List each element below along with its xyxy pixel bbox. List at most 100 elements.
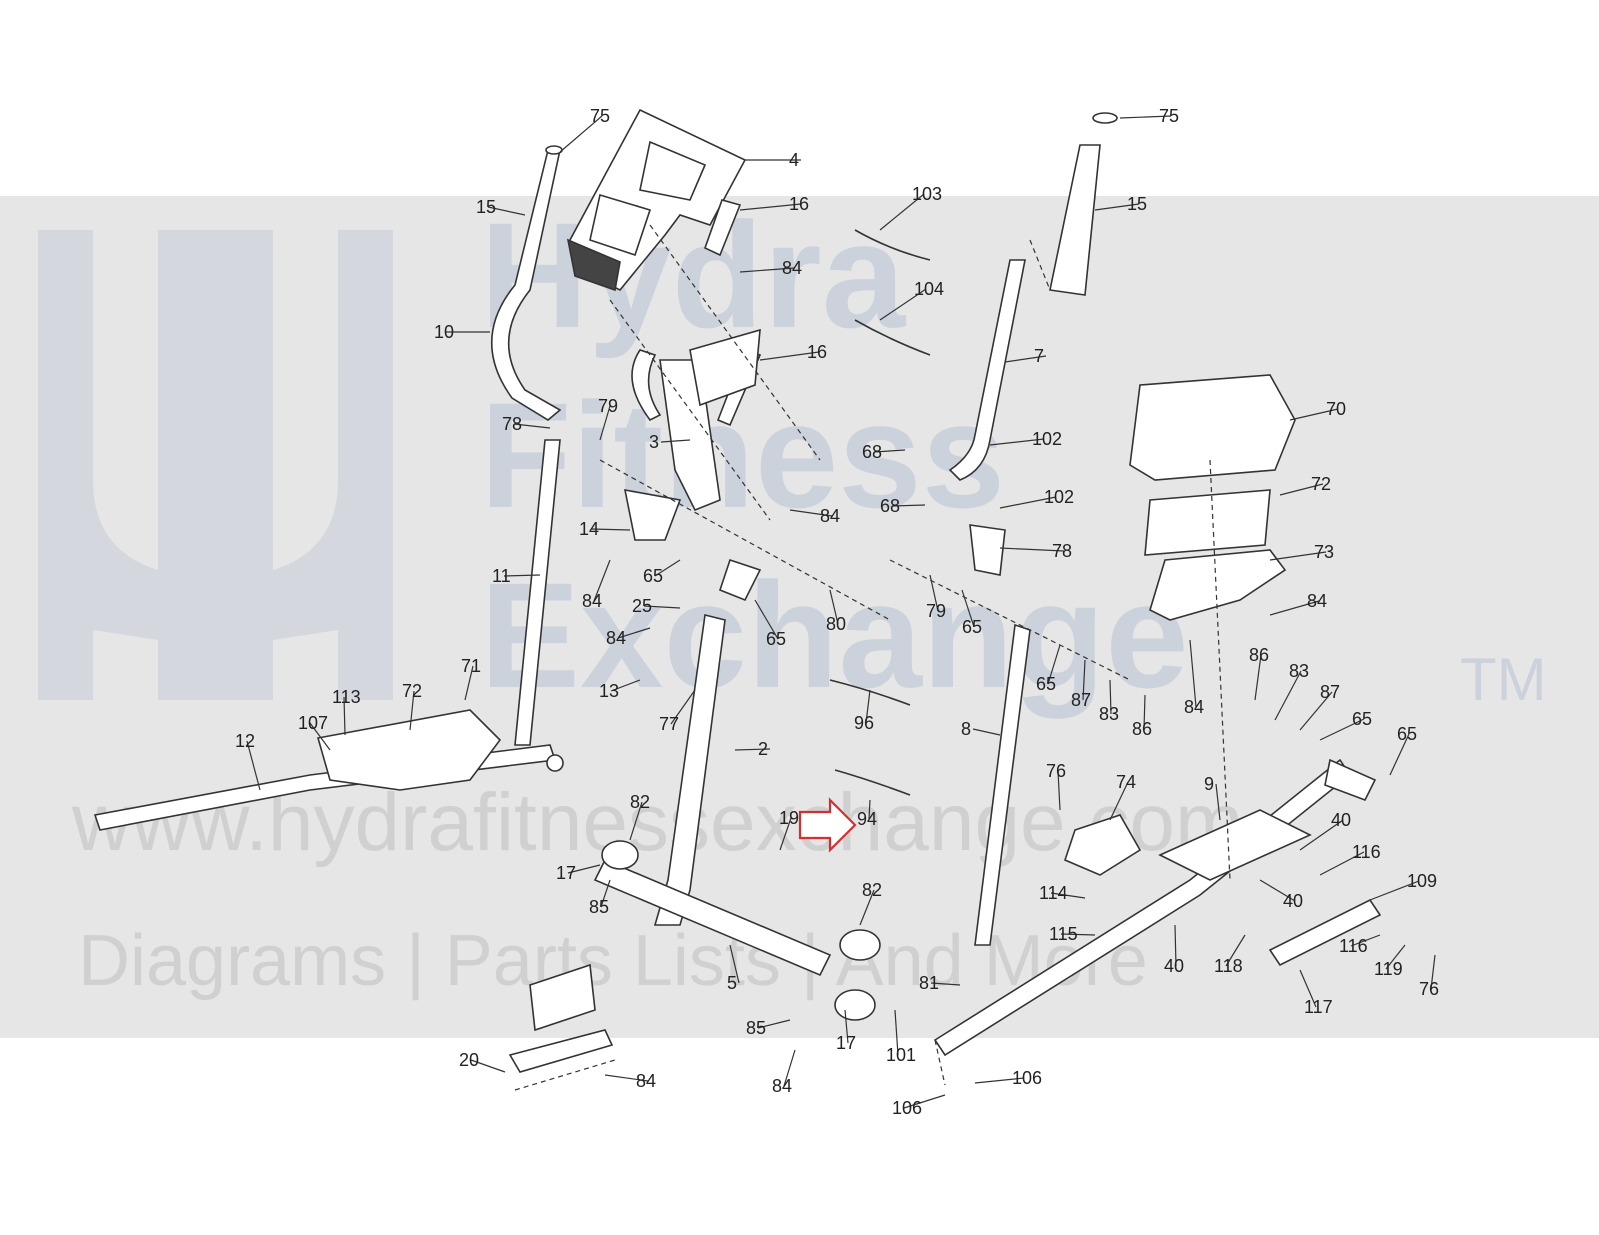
callout-84c: 84 xyxy=(582,559,611,611)
callout-leader xyxy=(1350,934,1381,947)
left-upright xyxy=(514,439,561,746)
callout-72b: 72 xyxy=(1279,474,1331,496)
callout-number: 2 xyxy=(758,739,768,759)
callout-83: 83 xyxy=(1099,679,1119,724)
callout-leader xyxy=(487,206,526,216)
callout-number: 117 xyxy=(1304,997,1333,1017)
right-pedal-arm xyxy=(933,758,1382,1057)
watermark-trademark: TM xyxy=(1460,646,1547,713)
callout-number: 84 xyxy=(606,628,626,648)
main-post xyxy=(653,614,726,926)
callout-leader xyxy=(643,605,681,609)
callout-number: 81 xyxy=(919,973,939,993)
callout-number: 85 xyxy=(746,1018,766,1038)
callout-number: 75 xyxy=(1159,106,1179,126)
callout-number: 14 xyxy=(579,519,599,539)
callout-number: 70 xyxy=(1326,399,1346,419)
callout-leader xyxy=(600,879,611,908)
callout-number: 79 xyxy=(598,396,618,416)
callout-77: 77 xyxy=(659,689,696,734)
callout-number: 15 xyxy=(1127,194,1147,214)
base-frame xyxy=(508,840,881,1073)
callout-leader xyxy=(1299,819,1344,851)
callout-leader xyxy=(1254,654,1262,701)
callout-number: 65 xyxy=(643,566,663,586)
callout-number: 25 xyxy=(632,596,652,616)
callout-85: 85 xyxy=(589,879,611,917)
callout-7: 7 xyxy=(1004,346,1047,366)
callout-106b: 106 xyxy=(892,1094,946,1118)
right-pedal-assembly xyxy=(1129,374,1296,621)
callout-leader xyxy=(868,799,871,820)
callout-leader xyxy=(974,1077,1025,1084)
callout-number: 84 xyxy=(636,1071,656,1091)
callout-leader xyxy=(1119,115,1172,119)
callout-75: 75 xyxy=(559,106,610,153)
callout-82: 82 xyxy=(629,792,650,841)
callout-leader xyxy=(783,1049,796,1087)
callout-number: 20 xyxy=(459,1050,479,1070)
callout-number: 78 xyxy=(1052,541,1072,561)
callout-number: 84 xyxy=(1184,697,1204,717)
callout-87b: 87 xyxy=(1299,682,1340,731)
callout-78b: 78 xyxy=(999,541,1072,561)
callout-number: 116 xyxy=(1339,936,1368,956)
callout-73: 73 xyxy=(1269,542,1334,562)
callout-84f: 84 xyxy=(604,1071,656,1091)
callout-number: 15 xyxy=(476,197,496,217)
callout-71: 71 xyxy=(461,656,481,701)
callout-number: 65 xyxy=(962,617,982,637)
callout-leader xyxy=(1430,954,1436,990)
callout-number: 102 xyxy=(1032,429,1062,449)
callout-leader xyxy=(629,801,643,841)
callout-25: 25 xyxy=(632,596,681,616)
callout-number: 71 xyxy=(461,656,481,676)
callout-86: 86 xyxy=(1132,694,1152,739)
callout-13: 13 xyxy=(599,679,641,701)
callout-number: 17 xyxy=(836,1033,856,1053)
callout-65: 65 xyxy=(643,559,681,586)
callout-leader xyxy=(894,1009,899,1056)
callout-number: 11 xyxy=(492,566,511,586)
callout-number: 84 xyxy=(772,1076,792,1096)
callout-74: 74 xyxy=(1109,772,1136,821)
callout-number: 40 xyxy=(1331,810,1351,830)
callout-leader xyxy=(660,439,691,443)
callout-number: 86 xyxy=(1249,645,1269,665)
callout-leader xyxy=(829,589,839,625)
callout-number: 94 xyxy=(857,809,877,829)
callout-number: 3 xyxy=(649,432,659,452)
callout-number: 106 xyxy=(892,1098,922,1118)
callout-84e: 84 xyxy=(772,1049,796,1096)
callout-107: 107 xyxy=(298,713,331,751)
callout-number: 40 xyxy=(1164,956,1184,976)
callout-leader xyxy=(1047,644,1061,685)
callout-96: 96 xyxy=(854,689,874,733)
callout-number: 104 xyxy=(914,279,944,299)
callout-leader xyxy=(1174,924,1177,967)
right-handlebar xyxy=(948,112,1118,481)
callout-leader xyxy=(1004,355,1047,363)
callout-84d: 84 xyxy=(606,627,651,648)
callout-number: 87 xyxy=(1071,690,1091,710)
callout-leader xyxy=(734,748,771,751)
callout-40b: 40 xyxy=(1259,879,1303,911)
callout-leader xyxy=(1225,934,1246,967)
callout-10: 10 xyxy=(434,322,490,342)
callout-65c: 65 xyxy=(961,589,982,637)
callout-leader xyxy=(989,438,1045,446)
callout-40: 40 xyxy=(1299,810,1351,851)
callout-85b: 85 xyxy=(746,1018,791,1038)
callout-leader xyxy=(559,115,603,153)
callout-15: 15 xyxy=(476,197,526,217)
callout-number: 114 xyxy=(1039,883,1068,903)
callout-leader xyxy=(859,889,875,926)
callout-number: 68 xyxy=(880,496,900,516)
callout-leader xyxy=(1189,639,1197,708)
callout-leader xyxy=(929,574,939,612)
callout-leader xyxy=(1269,551,1327,561)
callout-number: 17 xyxy=(556,863,576,883)
callout-leader xyxy=(930,982,961,986)
callout-94: 94 xyxy=(857,799,877,829)
callout-number: 77 xyxy=(659,714,679,734)
